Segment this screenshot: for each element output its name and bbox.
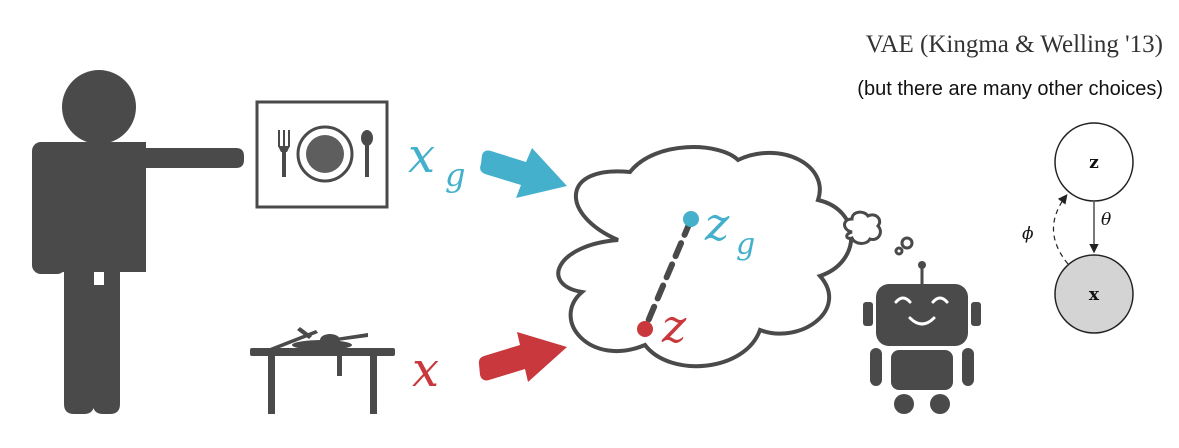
person-pointing-icon <box>32 70 244 414</box>
robot-icon <box>863 261 981 414</box>
goal-obs-label: x <box>408 128 435 184</box>
latent-space-cloud <box>556 145 854 369</box>
goal-latent-point <box>683 211 699 227</box>
goal-arrow <box>480 148 567 198</box>
goal-obs-subscript: g <box>445 156 465 194</box>
latent-distance-line <box>643 219 693 329</box>
diagram-title: VAE (Kingma & Welling '13) <box>865 31 1163 58</box>
diagram-subtitle: (but there are many other choices) <box>857 78 1163 100</box>
messy-table-icon <box>250 327 395 414</box>
observed-node-label: x <box>1089 285 1100 305</box>
goal-latent-label: z <box>704 197 730 251</box>
obs-label: x <box>412 342 439 398</box>
graphical-model <box>1052 122 1134 334</box>
latent-node-label: z <box>1089 153 1099 173</box>
latent-point <box>637 321 653 337</box>
observed-node <box>1054 254 1134 334</box>
obs-arrow <box>478 332 567 382</box>
thought-cloud-icon <box>843 210 914 256</box>
latent-node <box>1054 122 1134 202</box>
encoder-edge <box>1052 194 1069 265</box>
latent-label: z <box>661 299 687 353</box>
plate-with-cutlery-icon <box>255 100 389 209</box>
decoder-param-label: θ <box>1101 210 1111 230</box>
goal-latent-subscript: g <box>736 227 755 262</box>
encoder-param-label: ϕ <box>1022 224 1034 244</box>
